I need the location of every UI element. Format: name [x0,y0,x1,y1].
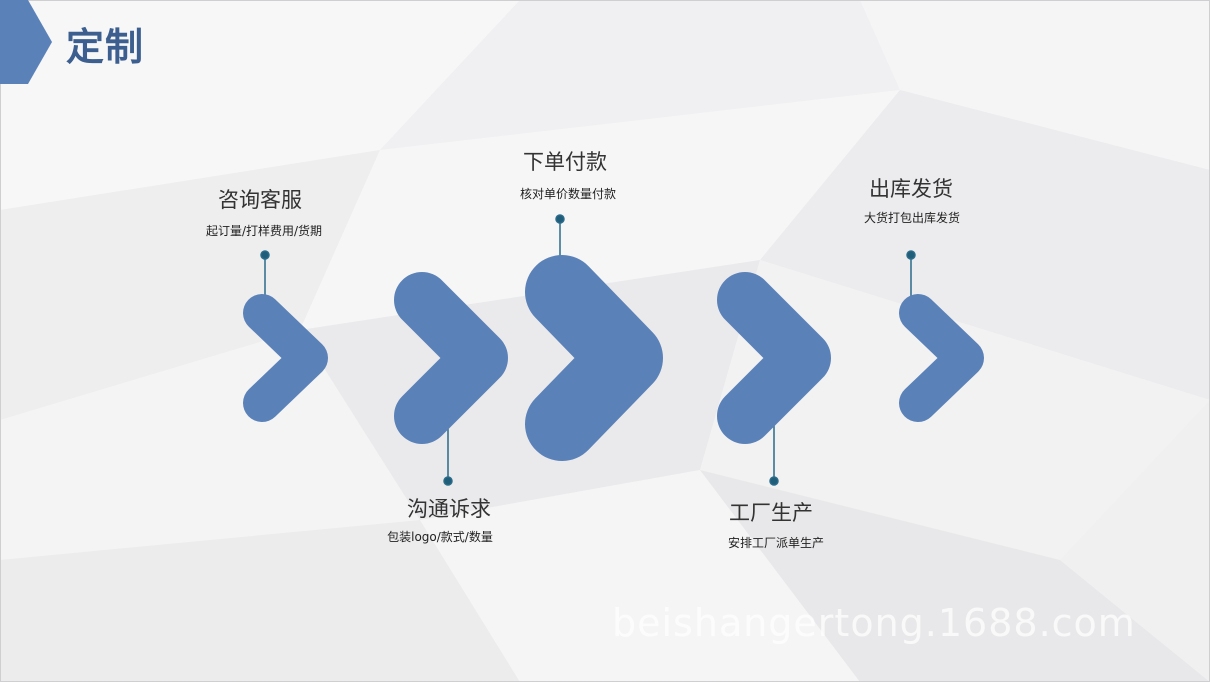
chevron-2-icon [394,272,508,444]
step-4-title: 工厂生产 [729,501,813,525]
step-5-desc: 大货打包出库发货 [863,211,961,225]
chevron-5-icon [899,294,984,422]
corner-arrow-icon [0,0,52,84]
step-5-title: 出库发货 [869,177,953,201]
step-4-desc: 安排工厂派单生产 [727,536,825,550]
chevron-1-icon [243,294,328,422]
step-2-title: 沟通诉求 [407,497,491,521]
watermark: beishangertong.1688.com [612,601,1136,645]
step-2-desc: 包装logo/款式/数量 [387,530,493,544]
step-1-desc: 起订量/打样费用/货期 [205,224,323,238]
step-1-title: 咨询客服 [218,188,302,212]
connector-lines [260,214,916,486]
chevron-4-icon [717,272,831,444]
step-3-title: 下单付款 [523,150,607,174]
chevron-3-icon [525,255,663,461]
page-title: 定制 [66,25,145,69]
step-3-desc: 核对单价数量付款 [519,187,617,201]
